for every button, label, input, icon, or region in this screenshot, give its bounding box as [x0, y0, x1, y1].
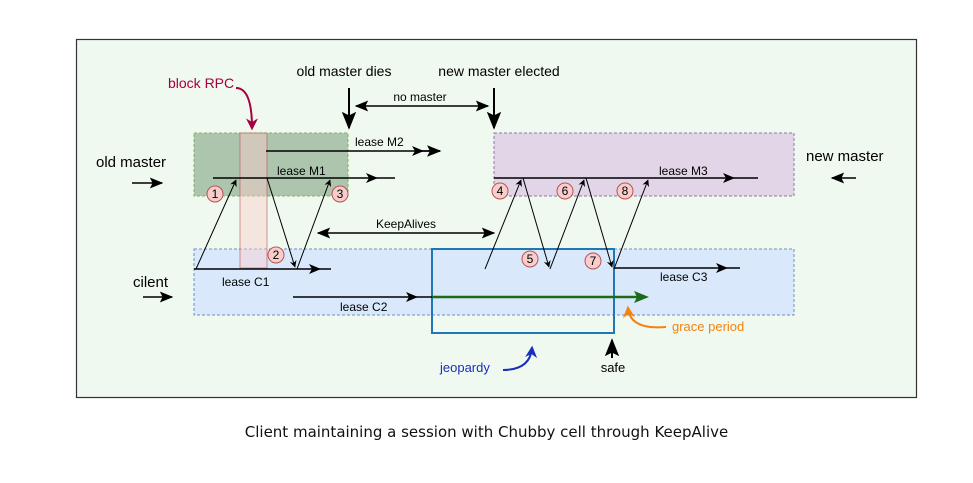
block-rpc-column	[239, 132, 268, 269]
lease-c2-label: lease C2	[340, 300, 388, 314]
new-master-label: new master	[806, 148, 884, 165]
step-badge-8: 8	[616, 182, 634, 200]
new-master-elected-label: new master elected	[438, 63, 559, 79]
old-master-label: old master	[96, 154, 166, 171]
keepalive-msg-7	[585, 177, 614, 268]
svg-text:4: 4	[497, 184, 504, 198]
new-master-region	[493, 132, 795, 197]
step-badge-1: 1	[206, 185, 224, 203]
lease-m2-label: lease M2	[355, 135, 404, 149]
keepalive-msg-4	[484, 179, 522, 270]
lease-m3-label: lease M3	[659, 164, 708, 178]
lease-c1-arrowhead	[309, 264, 321, 274]
old-master-dies-label: old master dies	[297, 63, 392, 79]
step-badge-4: 4	[491, 182, 509, 200]
step-badge-2: 2	[267, 246, 285, 264]
lease-c2-arrowhead	[406, 292, 418, 302]
lease-m3-arrowhead	[723, 173, 735, 183]
grace-period-label: grace period	[672, 319, 744, 334]
figure-caption: Client maintaining a session with Chubby…	[244, 423, 729, 441]
lease-c3-arrowhead	[716, 263, 728, 273]
step-badge-6: 6	[556, 182, 574, 200]
keepalive-msg-5	[522, 177, 551, 268]
keepalives-label: KeepAlives	[376, 217, 436, 231]
lease-m1-label: lease M1	[277, 164, 326, 178]
step-badge-7: 7	[584, 252, 602, 270]
grace-period-arrowhead	[634, 291, 649, 303]
client-label: cilent	[133, 274, 169, 291]
keepalive-msg-6	[549, 179, 586, 270]
keepalive-msg-8	[613, 179, 650, 270]
lease-c3-label: lease C3	[660, 270, 708, 284]
step-badge-5: 5	[521, 250, 539, 268]
jeopardy-arrow	[502, 345, 538, 371]
svg-text:7: 7	[590, 254, 597, 268]
step-badge-3: 3	[331, 185, 349, 203]
svg-text:6: 6	[562, 184, 569, 198]
svg-text:5: 5	[527, 252, 534, 266]
no-master-label: no master	[393, 90, 446, 104]
lease-m1-arrowhead	[366, 173, 378, 183]
old-master-region	[193, 132, 349, 197]
diagram-canvas	[75, 38, 918, 399]
keepalive-msg-3	[296, 179, 332, 270]
jeopardy-box	[431, 248, 615, 334]
block-rpc-label: block RPC	[168, 75, 234, 91]
svg-text:1: 1	[212, 187, 219, 201]
block-rpc-arrow	[235, 87, 258, 131]
safe-label: safe	[601, 360, 626, 375]
svg-text:3: 3	[337, 187, 344, 201]
svg-text:2: 2	[273, 248, 280, 262]
lease-c1-label: lease C1	[222, 275, 270, 289]
jeopardy-label: jeopardy	[439, 360, 490, 375]
keepalive-msg-2	[266, 177, 297, 268]
lease-m2-arrowhead	[412, 146, 424, 156]
keepalive-msg-1	[195, 179, 237, 270]
grace-period-arrow	[622, 305, 667, 329]
svg-text:8: 8	[622, 184, 629, 198]
